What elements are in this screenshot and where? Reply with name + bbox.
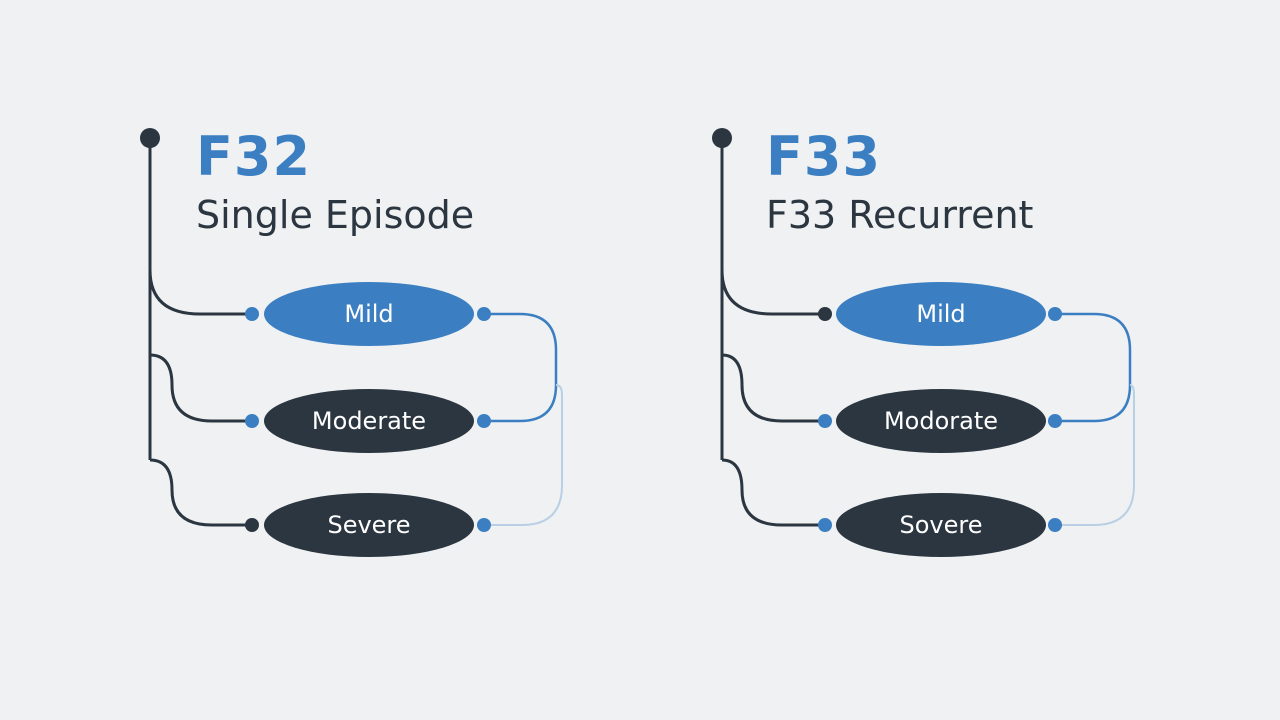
branch-line-moderate bbox=[721, 353, 825, 423]
connector-dot bbox=[477, 518, 491, 532]
recurrence-arc-blue bbox=[484, 312, 558, 423]
connector-dot bbox=[477, 307, 491, 321]
recurrence-arc-light bbox=[1055, 384, 1135, 526]
connector-dot bbox=[818, 518, 832, 532]
branch-line-moderate bbox=[149, 353, 252, 423]
connector-dot bbox=[818, 307, 832, 321]
severity-node-moderate: Modorate bbox=[836, 389, 1046, 453]
group-subtitle-single-episode: Single Episode bbox=[196, 193, 475, 237]
severity-node-severe: Sovere bbox=[836, 493, 1046, 557]
group-f32-connectors bbox=[140, 128, 563, 532]
recurrence-arc-light bbox=[484, 384, 563, 526]
group-f33-connectors bbox=[712, 128, 1135, 532]
branch-line-severe bbox=[149, 458, 252, 527]
connector-dot bbox=[1048, 307, 1062, 321]
group-code-f33: F33 bbox=[766, 125, 882, 188]
connector-dot bbox=[818, 414, 832, 428]
branch-line-mild bbox=[148, 269, 252, 316]
connector-dot bbox=[245, 414, 259, 428]
severity-node-mild: Mild bbox=[836, 282, 1046, 346]
group-subtitle-recurrent: F33 Recurrent bbox=[766, 193, 1034, 237]
connector-dot bbox=[1048, 414, 1062, 428]
connector-dot bbox=[477, 414, 491, 428]
branch-line-severe bbox=[721, 458, 825, 527]
branch-line-mild bbox=[720, 269, 825, 316]
connector-dot bbox=[245, 307, 259, 321]
recurrence-arc-blue bbox=[1055, 312, 1132, 423]
severity-node-severe: Severe bbox=[264, 493, 474, 557]
severity-node-moderate: Moderate bbox=[264, 389, 474, 453]
group-code-f32: F32 bbox=[196, 125, 312, 188]
connector-dot bbox=[245, 518, 259, 532]
connector-dot bbox=[1048, 518, 1062, 532]
severity-node-mild: Mild bbox=[264, 282, 474, 346]
